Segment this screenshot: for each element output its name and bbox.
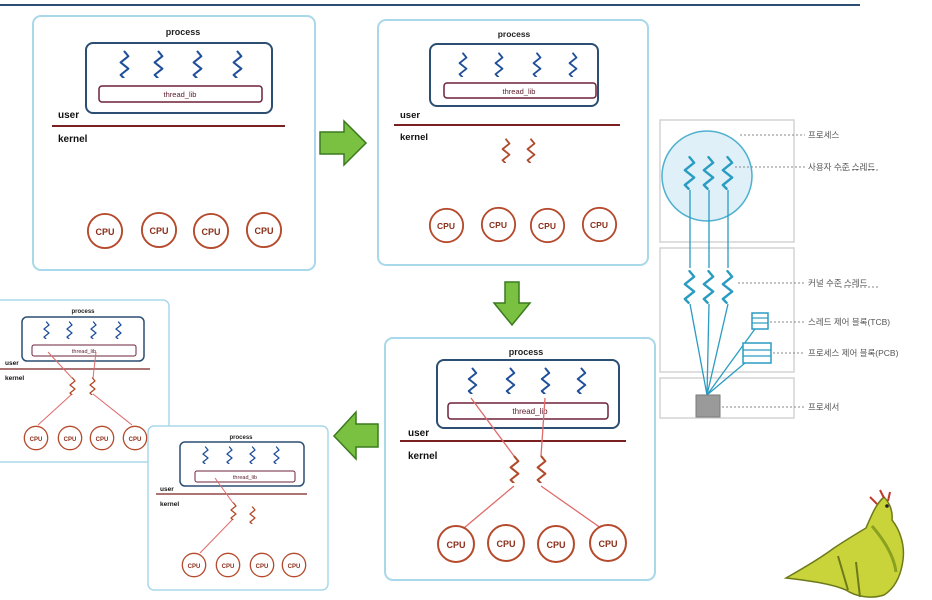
label-tcb: 스레드 제어 블록(TCB)	[808, 317, 890, 327]
user-label: user	[58, 110, 79, 121]
mapping-lines	[37, 351, 133, 426]
cpu-row: CPU CPU CPU CPU	[86, 211, 283, 250]
tcb-icon	[751, 312, 769, 330]
process-circle	[661, 130, 753, 222]
svg-text:CPU: CPU	[489, 220, 507, 230]
svg-text:CPU: CPU	[129, 437, 142, 443]
cpu-core: CPU	[245, 211, 283, 249]
svg-text:CPU: CPU	[446, 540, 465, 550]
cpu-row: CPU CPU CPU CPU	[23, 425, 148, 451]
cpu-core: CPU	[480, 206, 517, 243]
svg-text:CPU: CPU	[288, 564, 301, 570]
cpu-core: CPU	[57, 425, 83, 451]
cpu-core: CPU	[89, 425, 115, 451]
process-label: process	[71, 309, 95, 315]
cpu-core: CPU	[529, 207, 566, 244]
cpu-core: CPU	[23, 425, 49, 451]
panel-mapping-small: process thread_lib user kernel CPU CPU C…	[0, 299, 170, 463]
kernel-label: kernel	[400, 132, 428, 143]
thread-lib-label: thread_lib	[233, 475, 257, 481]
cpu-row: CPU CPU CPU CPU	[428, 206, 618, 244]
arrow-down-icon	[492, 281, 532, 327]
cpu-core: CPU	[181, 552, 207, 578]
svg-text:CPU: CPU	[256, 564, 269, 570]
thread-lib-label: thread_lib	[512, 407, 548, 416]
thread-lib-box	[31, 344, 137, 357]
cpu-core: CPU	[581, 206, 618, 243]
kernel-label: kernel	[408, 451, 438, 462]
label-pcb: 프로세스 제어 블록(PCB)	[808, 348, 899, 358]
kernel-label: kernel	[5, 375, 24, 382]
svg-text:CPU: CPU	[254, 226, 273, 236]
svg-text:CPU: CPU	[95, 227, 114, 237]
thread-lib-label: thread_lib	[164, 90, 197, 99]
svg-text:CPU: CPU	[30, 437, 43, 443]
panel-many-to-many-mapping: process thread_lib user kernel CPU CPU C…	[384, 337, 656, 581]
side-callouts	[722, 134, 880, 408]
processor-square	[695, 394, 721, 418]
cpu-core: CPU	[589, 524, 627, 562]
cpu-row: CPU CPU CPU CPU	[181, 552, 307, 578]
cpu-core: CPU	[487, 524, 525, 562]
process-label: process	[509, 347, 544, 357]
kernel-label: kernel	[58, 134, 88, 145]
svg-text:CPU: CPU	[590, 220, 608, 230]
svg-text:CPU: CPU	[149, 226, 168, 236]
svg-text:CPU: CPU	[496, 539, 515, 549]
svg-text:CPU: CPU	[96, 437, 109, 443]
svg-text:CPU: CPU	[64, 437, 77, 443]
user-label: user	[160, 486, 174, 493]
cpu-core: CPU	[428, 207, 465, 244]
mapping-lines	[199, 477, 234, 554]
cpu-core: CPU	[249, 552, 275, 578]
cpu-core: CPU	[281, 552, 307, 578]
cpu-core: CPU	[192, 212, 230, 250]
cpu-core: CPU	[86, 212, 124, 250]
thread-lib-label: thread_lib	[72, 349, 96, 355]
svg-text:CPU: CPU	[546, 540, 565, 550]
thread-lib-box	[194, 470, 296, 483]
process-label: process	[498, 29, 531, 39]
label-process: 프로세스	[808, 130, 839, 140]
svg-text:CPU: CPU	[201, 227, 220, 237]
mapping-lines	[457, 397, 609, 534]
arrow-left-icon	[332, 410, 379, 461]
svg-text:CPU: CPU	[188, 564, 201, 570]
user-label: user	[408, 428, 429, 439]
thread-lib-box	[443, 82, 597, 99]
panel-one-kernel-thread: process thread_lib user kernel CPU CPU C…	[147, 425, 329, 591]
user-label: user	[400, 110, 420, 121]
thread-lib-box	[447, 402, 609, 420]
dinosaur-mascot-icon	[783, 489, 905, 598]
process-label: process	[229, 435, 253, 441]
user-label: user	[5, 360, 19, 367]
pcb-icon	[742, 342, 772, 364]
cpu-row: CPU CPU CPU CPU	[437, 524, 627, 563]
cpu-core: CPU	[122, 425, 148, 451]
cpu-core: CPU	[215, 552, 241, 578]
arrow-right-icon	[319, 119, 368, 167]
thread-lib-label: thread_lib	[503, 87, 536, 96]
svg-text:CPU: CPU	[222, 564, 235, 570]
svg-text:CPU: CPU	[598, 539, 617, 549]
label-processor: 프로세서	[808, 402, 839, 412]
svg-text:CPU: CPU	[538, 221, 556, 231]
label-user-thread: 사용자 수준 스레드	[808, 162, 875, 172]
thread-lib-box	[98, 85, 263, 103]
panel-many-to-one-initial: process thread_lib user kernel CPU CPU C…	[32, 15, 316, 271]
process-label: process	[166, 27, 201, 37]
svg-text:CPU: CPU	[437, 221, 455, 231]
kernel-thread-structure-figure: 프로세스 사용자 수준 스레드 커널 수준 스레드 스레드 제어 블록(TCB)…	[659, 119, 899, 419]
panel-kernel-threads-created: process thread_lib user kernel CPU CPU C…	[377, 19, 649, 266]
kernel-label: kernel	[160, 501, 179, 508]
cpu-core: CPU	[140, 211, 178, 249]
cpu-core: CPU	[437, 525, 475, 563]
cpu-core: CPU	[537, 525, 575, 563]
label-kernel-thread: 커널 수준 스레드	[808, 278, 868, 288]
